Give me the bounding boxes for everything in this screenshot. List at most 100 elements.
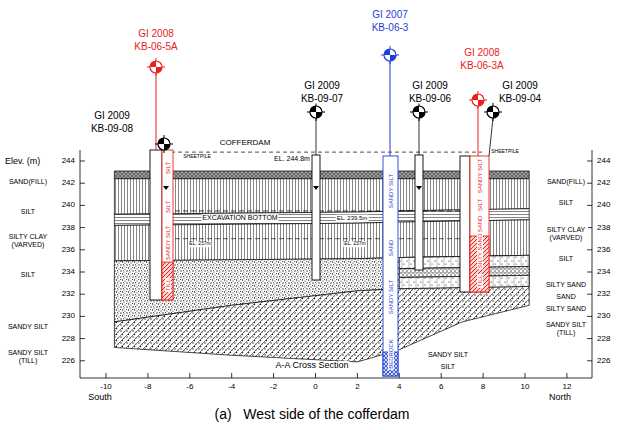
label: 0 [312, 383, 318, 392]
tick-mark [273, 373, 274, 378]
axis-line [80, 378, 592, 379]
tick-mark [106, 373, 107, 378]
tick-mark [587, 161, 592, 162]
label: A-A Cross Section [274, 361, 349, 371]
tick-mark [587, 316, 592, 317]
tick-mark [587, 205, 592, 206]
tick-mark [315, 373, 316, 378]
tick-mark [399, 373, 400, 378]
label: 242 [61, 179, 76, 188]
label: GI 2007 [371, 9, 409, 20]
label: GI 2009 [303, 80, 341, 91]
tick-mark [587, 360, 592, 361]
tick-mark [483, 373, 484, 378]
tick-mark [80, 360, 85, 361]
label: SANDY SILT [427, 351, 469, 359]
label: SAND [555, 293, 576, 301]
label: -10 [99, 383, 113, 392]
label: -8 [143, 383, 152, 392]
label: 228 [596, 334, 611, 343]
label: 236 [596, 245, 611, 254]
label: SILT [440, 363, 456, 371]
label: KB-09-08 [90, 123, 134, 134]
label: SAND(FILL) [546, 178, 586, 186]
sheetpile [150, 150, 162, 300]
borehole-stem [419, 118, 420, 155]
borehole-log: SANDY SILTSILTSANDSILTY SANDTILL [470, 156, 489, 292]
tick-mark [566, 373, 567, 378]
label: 4 [396, 383, 402, 392]
tick-mark [80, 161, 85, 162]
label: SAND(FILL) [8, 178, 48, 186]
borehole-log: SILTSILTSANDY SILTTILL [162, 150, 173, 300]
label: 12 [561, 383, 572, 392]
label: SILTY SAND [545, 281, 587, 289]
label: SILT [558, 255, 574, 263]
label: GI 2009 [93, 110, 131, 121]
label: KB-06-3A [459, 60, 504, 71]
label: 244 [61, 157, 76, 166]
borehole-symbol [155, 135, 173, 153]
borehole-symbol [147, 58, 165, 76]
label: 230 [61, 312, 76, 321]
label: -6 [185, 383, 194, 392]
tick-mark [189, 373, 190, 378]
axis-line [592, 150, 593, 378]
label: SILTY SAND [545, 305, 587, 313]
water-level-symbol [416, 186, 422, 190]
log-text: SILTY SAND [477, 233, 483, 269]
borehole-stem [478, 106, 479, 156]
label: 232 [596, 290, 611, 299]
borehole-column [312, 155, 320, 280]
axis-line [80, 150, 81, 378]
borehole-column [470, 156, 489, 292]
label: GI 2008 [137, 28, 175, 39]
log-text: SANDY SILT [388, 279, 394, 315]
label: 10 [520, 383, 531, 392]
section-lines [80, 46, 592, 378]
label: North [548, 393, 572, 403]
sheetpile [460, 156, 470, 292]
log-text: SANDY SILT [165, 225, 171, 261]
tick-mark [80, 227, 85, 228]
tick-mark [587, 183, 592, 184]
borehole-symbol [484, 103, 502, 121]
borehole-column [383, 156, 398, 376]
label: KB-06-3 [371, 22, 410, 33]
label: SHEETPILE [182, 154, 212, 160]
label: COFFERDAM [219, 139, 272, 148]
label: KB-09-06 [408, 93, 452, 104]
label: 236 [61, 245, 76, 254]
tick-mark [80, 272, 85, 273]
borehole-symbol [410, 103, 428, 121]
label: Elev. (m) [4, 157, 41, 167]
label: 234 [596, 268, 611, 277]
label: EXCAVATION BOTTOM [201, 214, 278, 222]
water-level-symbol [163, 186, 169, 190]
soil-layer [114, 286, 529, 361]
label: -2 [269, 383, 278, 392]
label: 232 [61, 290, 76, 299]
tick-mark [441, 373, 442, 378]
label: SILTY CLAY (VARVED) [544, 226, 588, 241]
label: 242 [596, 179, 611, 188]
tick-mark [80, 205, 85, 206]
log-text: BEDROCK [388, 338, 394, 370]
label: 234 [61, 268, 76, 277]
log-text: SILT [165, 200, 171, 214]
label: -4 [227, 383, 236, 392]
label: 8 [480, 383, 486, 392]
label: 226 [596, 356, 611, 365]
tick-mark [80, 183, 85, 184]
log-text: SANDY SILT [477, 158, 483, 194]
label: 240 [596, 201, 611, 210]
tick-mark [80, 294, 85, 295]
tick-mark [231, 373, 232, 378]
tick-mark [587, 272, 592, 273]
log-text: SILT [477, 198, 483, 212]
label: EL. 244.8m [273, 155, 311, 163]
borehole-symbol [307, 103, 325, 121]
label: SILT [20, 271, 36, 279]
log-text: TILL [477, 274, 483, 288]
